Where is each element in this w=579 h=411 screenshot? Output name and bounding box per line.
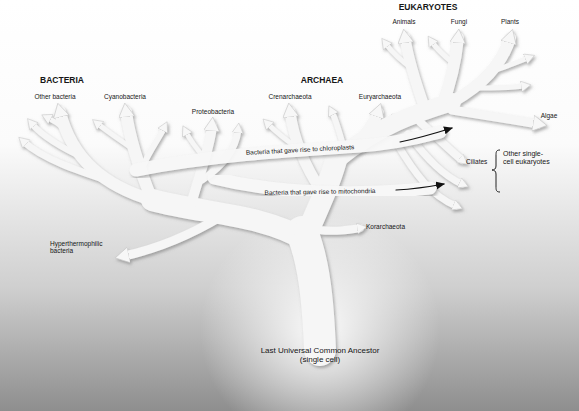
branch-label: Cyanobacteria xyxy=(104,93,146,100)
branch xyxy=(48,118,74,140)
root-label: Last Universal Common Ancestor (single c… xyxy=(256,346,384,364)
branch xyxy=(405,38,426,112)
arrow-label: Bacteria that gave rise to mitochondria xyxy=(264,187,375,196)
branch-label: Hyperthermophilic bacteria xyxy=(50,240,108,255)
branch xyxy=(452,110,538,124)
endosymbiosis-bands xyxy=(136,128,452,193)
bracket xyxy=(492,150,500,192)
tree-branches xyxy=(24,38,538,350)
mitochondria-arrow xyxy=(396,184,444,190)
chloroplast-arrow xyxy=(400,128,452,142)
arrow-label: Bacteria that gave rise to chloroplasts xyxy=(246,143,355,156)
branch xyxy=(386,44,414,70)
branch xyxy=(318,228,360,231)
branch-label: Euryarchaeota xyxy=(359,93,401,100)
branch-label: Animals xyxy=(392,18,415,25)
branch-label: Fungi xyxy=(451,18,467,25)
branch-label: Other single-cell eukaryotes xyxy=(503,150,551,166)
branch-label: Crenarchaeota xyxy=(269,93,312,100)
branch-label: Korarchaeota xyxy=(366,223,405,230)
branch-label: Ciliates xyxy=(466,158,487,165)
branch xyxy=(480,86,524,88)
branch-label: Other bacteria xyxy=(34,93,75,100)
group-heading: EUKARYOTES xyxy=(399,3,458,13)
branch xyxy=(496,58,528,70)
branch xyxy=(32,124,88,160)
chloroplast-band xyxy=(136,132,440,170)
branch-label: Algae xyxy=(541,112,558,119)
branch xyxy=(98,124,134,150)
branch-label: Proteobacteria xyxy=(192,108,234,115)
group-heading: ARCHAEA xyxy=(301,76,344,86)
branch-label: Plants xyxy=(501,18,519,25)
branch xyxy=(152,200,305,240)
branch xyxy=(124,216,222,256)
group-heading: BACTERIA xyxy=(40,76,84,86)
branch xyxy=(432,42,454,64)
